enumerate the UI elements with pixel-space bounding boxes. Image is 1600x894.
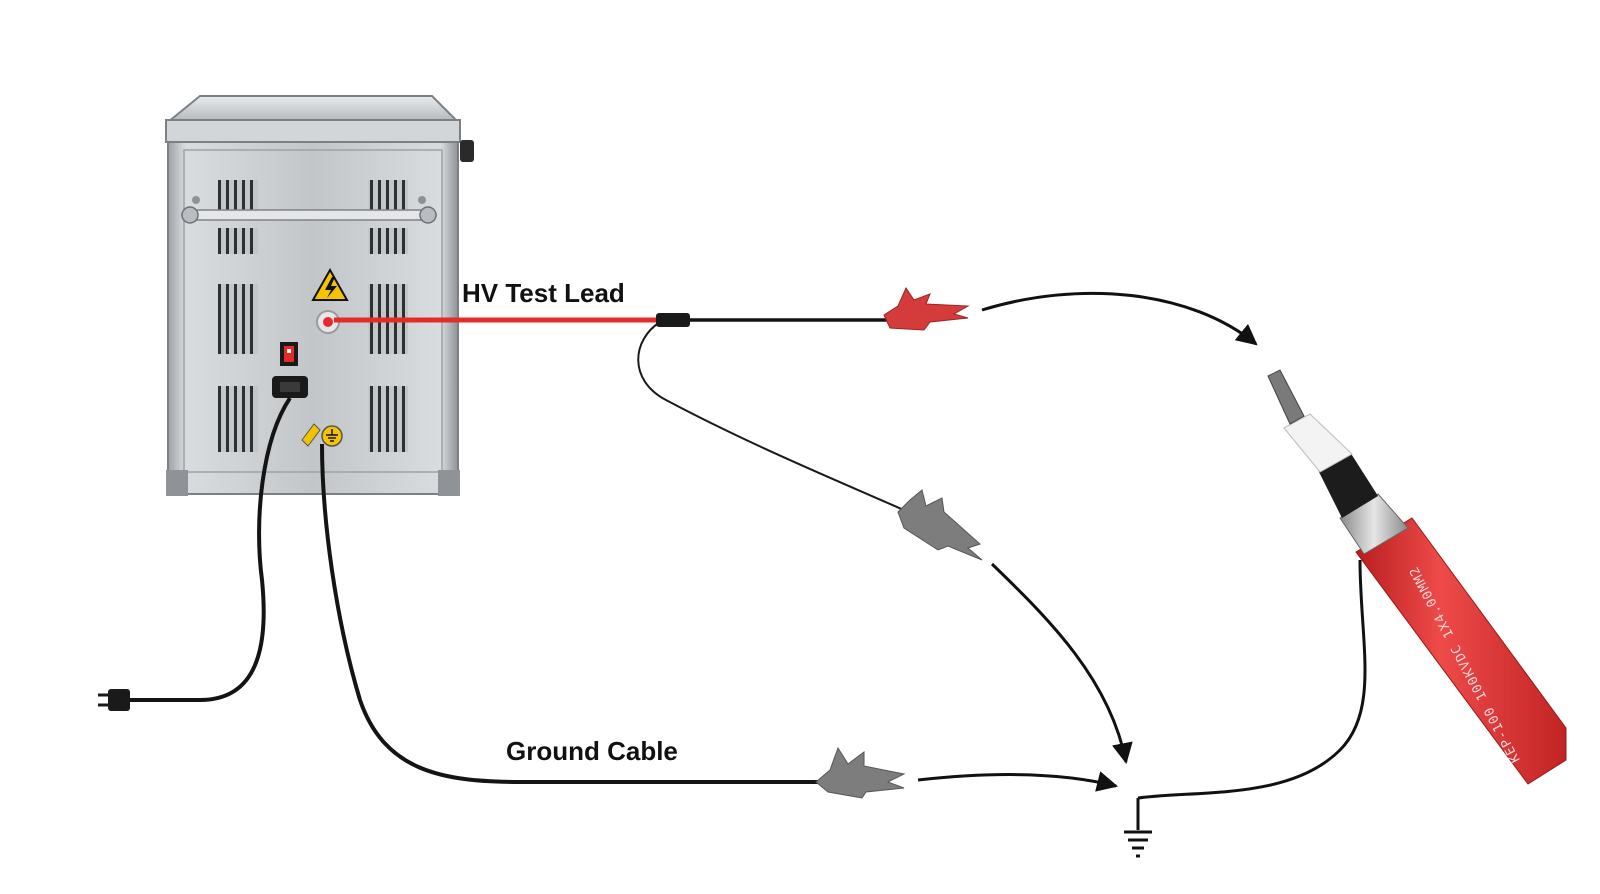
cable-insulation [1283,413,1353,473]
vent-grille [218,284,258,354]
lead-junction-sleeve [656,313,690,327]
carry-handle [181,196,437,224]
vent-grille [218,180,258,212]
power-plug-icon [108,689,130,711]
power-inlet [272,376,308,398]
arrow-ground-clip-to-ground [917,771,1119,792]
discharge-alligator-clip [897,489,983,561]
ground-cable-label: Ground Cable [506,736,678,766]
high-voltage-warning-icon [311,267,349,301]
corner-guard [166,470,188,496]
ground-alligator-clip [815,746,906,799]
shield-ground-wire [1137,559,1367,800]
latch-icon [460,140,474,162]
hv-test-instrument [165,95,474,496]
vent-grille [368,180,408,212]
cable-under-test: KEP-100 100KVDC 1X4.00MM2 [1267,369,1567,785]
cable-semicon-layer [1318,452,1378,518]
vent-grille [218,228,258,254]
hv-alligator-clip [883,286,970,331]
ground-icon [1124,798,1152,858]
arrow-hv-clip-to-conductor [981,291,1258,346]
instrument-lid-rim [165,119,461,143]
hv-test-lead [334,313,909,513]
vent-grille [218,386,258,452]
vent-grille [368,386,408,452]
arrow-discharge-clip-to-ground [990,562,1133,765]
cable-conductor [1267,369,1305,425]
instrument-lid [165,95,461,123]
power-cord [98,396,292,711]
hv-output-terminal [316,310,340,334]
power-switch-icon [280,342,298,366]
discharge-lead [637,321,909,513]
hv-test-lead-label: HV Test Lead [462,278,625,308]
earth-terminal-icon [301,423,343,447]
vent-grille [368,228,408,254]
corner-guard [438,470,460,496]
ground-cable [320,443,824,784]
